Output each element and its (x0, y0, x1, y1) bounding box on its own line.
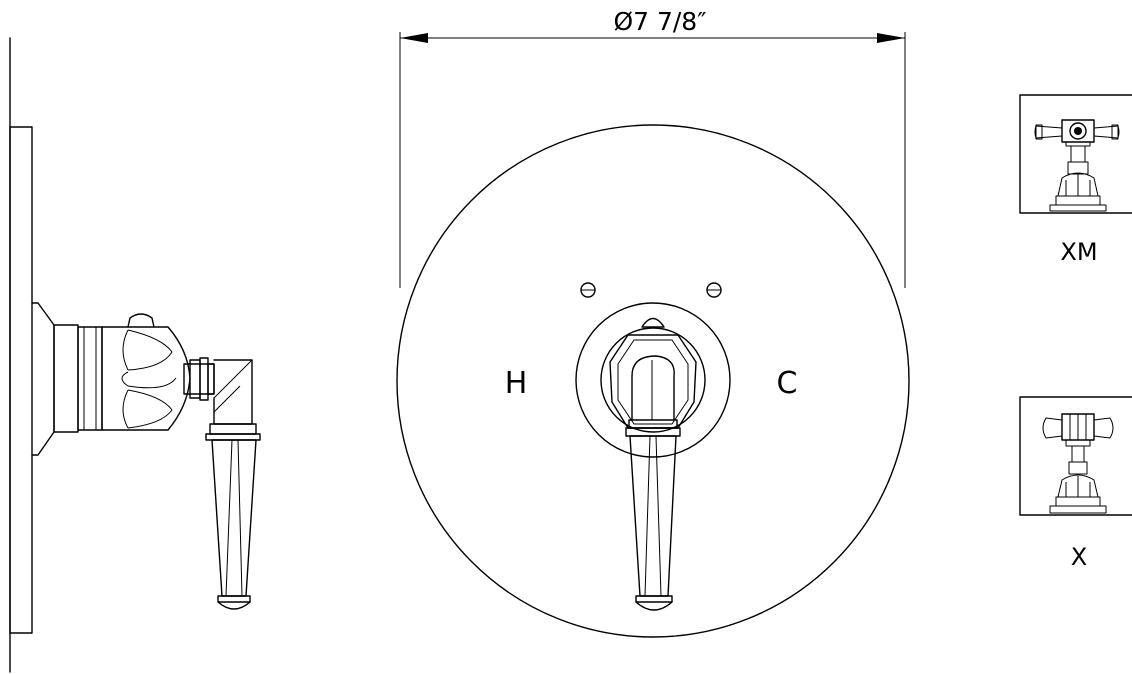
front-top-nub (641, 317, 665, 328)
cross-handle-icon (1042, 413, 1114, 514)
diameter-dimension: Ø7 7/8″ (399, 7, 906, 288)
hot-label: H (505, 366, 528, 401)
side-valve-body (101, 326, 191, 431)
front-view: H C (396, 124, 910, 638)
side-handle-collar (209, 423, 257, 435)
side-view (9, 37, 261, 673)
front-stem (631, 355, 675, 421)
escutcheon-plate (396, 124, 910, 638)
variant-xm-frame (1019, 94, 1132, 214)
screw-left-icon (580, 282, 596, 298)
screw-right-icon (706, 282, 722, 298)
hub-outer-ring (575, 302, 731, 458)
front-end-cap (635, 601, 673, 611)
side-top-nub (127, 313, 155, 328)
side-escutcheon (31, 302, 55, 456)
side-flange-plate (9, 126, 33, 634)
cold-label: C (777, 366, 798, 401)
variant-x-frame (1019, 396, 1132, 516)
front-lever-handle (629, 435, 677, 597)
hub-inner-ring (600, 327, 706, 433)
cross-handle-metal-icon (1034, 119, 1120, 212)
variant-x-label: X (1071, 543, 1087, 571)
variant-xm: XM (1019, 94, 1132, 266)
variant-x: X (1019, 396, 1132, 571)
side-lever-handle (211, 439, 257, 597)
side-ring-band (77, 326, 103, 431)
side-stem-ring (189, 359, 201, 399)
arrow-left-icon (400, 33, 428, 43)
hub-hex-nut (609, 334, 697, 429)
diameter-label: Ø7 7/8″ (613, 7, 706, 36)
side-collar (53, 324, 79, 433)
variant-xm-label: XM (1060, 238, 1097, 266)
side-end-cap (217, 601, 251, 610)
arrow-right-icon (877, 33, 905, 43)
